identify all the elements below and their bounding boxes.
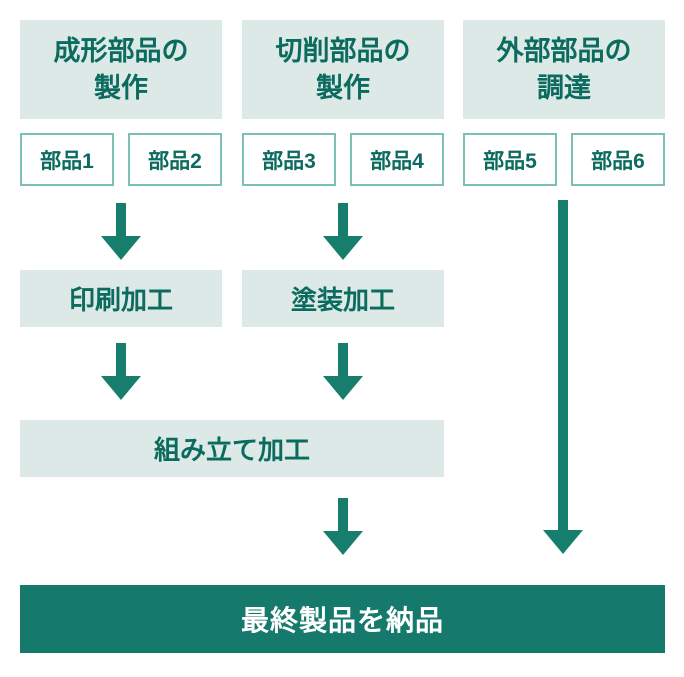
arrow-shaft: [338, 203, 348, 236]
part-box-4: 部品4: [350, 133, 444, 186]
down-arrow-icon: [323, 203, 363, 260]
arrow-shaft: [558, 200, 568, 530]
part-box-6: 部品6: [571, 133, 665, 186]
arrow-shaft: [116, 203, 126, 236]
down-arrow-icon: [323, 498, 363, 555]
part-box-5: 部品5: [463, 133, 557, 186]
column-header-external-parts: 外部部品の 調達: [463, 20, 665, 119]
final-delivery-banner: 最終製品を納品: [20, 585, 665, 653]
column-header-line: 外部部品の: [496, 35, 632, 66]
down-arrow-icon: [323, 343, 363, 400]
arrow-head: [101, 236, 141, 260]
arrow-head: [323, 236, 363, 260]
arrow-shaft: [116, 343, 126, 376]
down-arrow-icon: [101, 343, 141, 400]
column-header-line: 成形部品の: [53, 35, 189, 66]
process-box-painting: 塗装加工: [242, 270, 444, 327]
arrow-head: [323, 376, 363, 400]
column-header-molded-parts: 成形部品の 製作: [20, 20, 222, 119]
down-arrow-long-icon: [543, 200, 583, 554]
column-header-line: 調達: [537, 72, 591, 103]
part-box-3: 部品3: [242, 133, 336, 186]
arrow-head: [543, 530, 583, 554]
part-box-1: 部品1: [20, 133, 114, 186]
arrow-shaft: [338, 498, 348, 531]
column-header-line: 製作: [316, 72, 370, 103]
arrow-shaft: [338, 343, 348, 376]
process-box-assembly: 組み立て加工: [20, 420, 444, 477]
down-arrow-icon: [101, 203, 141, 260]
process-box-printing: 印刷加工: [20, 270, 222, 327]
arrow-head: [323, 531, 363, 555]
column-header-line: 切削部品の: [275, 35, 411, 66]
column-header-line: 製作: [94, 72, 148, 103]
arrow-head: [101, 376, 141, 400]
part-box-2: 部品2: [128, 133, 222, 186]
column-header-machined-parts: 切削部品の 製作: [242, 20, 444, 119]
